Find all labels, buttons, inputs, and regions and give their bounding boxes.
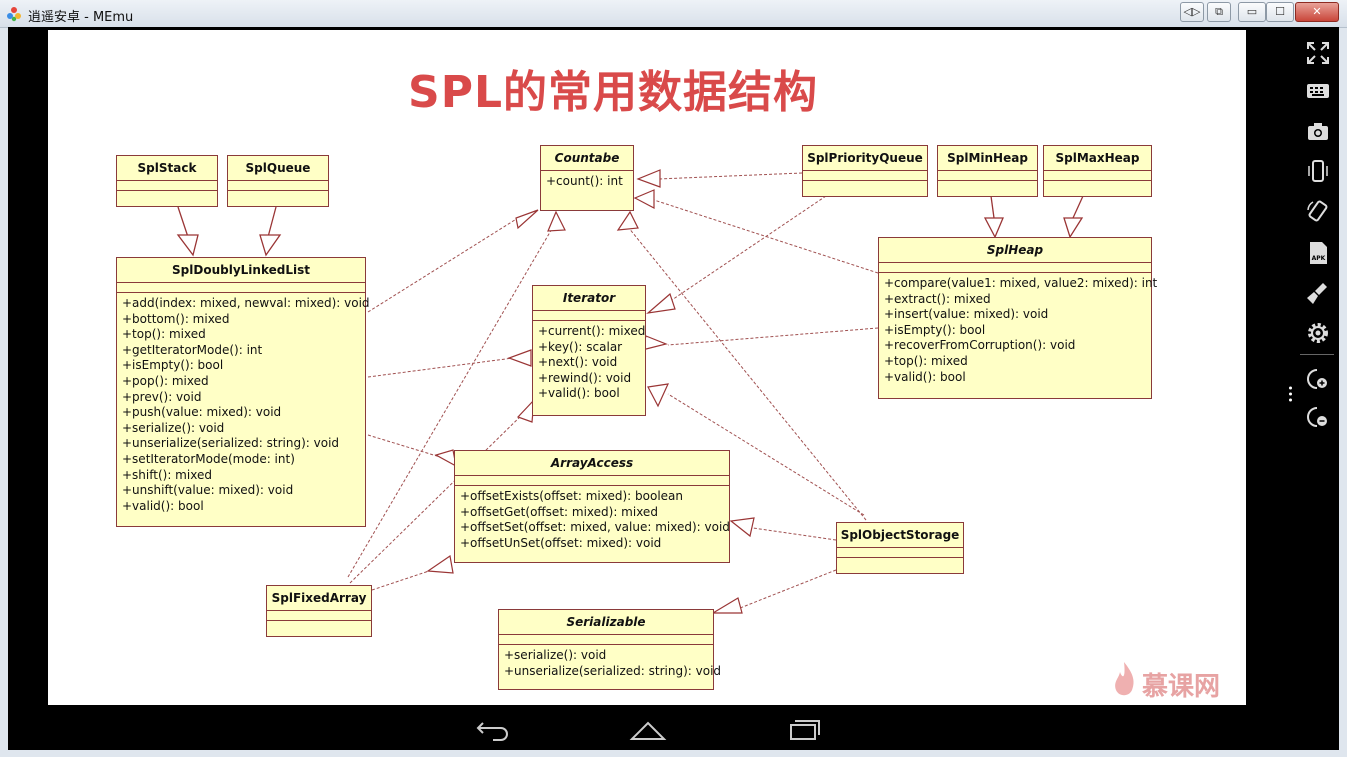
class-name: Iterator (533, 286, 645, 311)
class-name: SplMaxHeap (1044, 146, 1151, 171)
operation: +valid(): bool (884, 369, 966, 384)
class-splheap: SplHeap +compare(value1: mixed, value2: … (878, 237, 1158, 399)
class-splqueue: SplQueue (227, 155, 329, 207)
operation: +isEmpty(): bool (884, 322, 986, 337)
class-name: SplMinHeap (938, 146, 1037, 171)
window-titlebar: 逍遥安卓 - MEmu ◁▷ ⧉ ▭ ☐ ✕ (0, 0, 1347, 28)
operation: +isEmpty(): bool (122, 358, 224, 373)
class-splstack: SplStack (116, 155, 218, 207)
operation: +valid(): bool (122, 498, 204, 513)
home-icon[interactable] (628, 715, 668, 743)
operation: +rewind(): void (538, 370, 632, 385)
class-name: SplHeap (879, 238, 1151, 263)
class-splpriorityqueue: SplPriorityQueue (802, 145, 928, 197)
interface-serializable: Serializable +serialize(): void +unseria… (498, 609, 722, 690)
operation: +offsetSet(offset: mixed, value: mixed):… (460, 520, 730, 535)
settings-icon[interactable] (1305, 320, 1331, 346)
class-name: Serializable (499, 610, 713, 635)
interface-countable: Countabe +count(): int (540, 145, 634, 211)
class-spldoublylinkedlist: SplDoublyLinkedList +add(index: mixed, n… (116, 257, 370, 527)
recents-icon[interactable] (783, 715, 823, 743)
watermark-text: 慕课网 (1142, 672, 1221, 702)
operation: +offsetUnSet(offset: mixed): void (460, 535, 662, 550)
operation: +compare(value1: mixed, value2: mixed): … (884, 276, 1158, 290)
multi-window-button[interactable]: ◁▷ (1180, 2, 1204, 22)
sidebar-divider (1300, 354, 1334, 355)
operation: +bottom(): mixed (122, 311, 230, 326)
operation: +unserialize(serialized: string): void (122, 436, 340, 451)
operation: +insert(value: mixed): void (884, 307, 1049, 322)
apk-icon[interactable]: APK (1305, 240, 1331, 266)
class-splfixedarray: SplFixedArray (266, 585, 372, 637)
class-name: SplPriorityQueue (803, 146, 927, 171)
operation: +serialize(): void (122, 420, 225, 435)
class-name: SplObjectStorage (837, 523, 963, 548)
operation: +key(): scalar (538, 339, 623, 354)
volume-up-icon[interactable] (1305, 366, 1331, 392)
class-name: SplDoublyLinkedList (117, 258, 365, 283)
class-splminheap: SplMinHeap (937, 145, 1038, 197)
window-title: 逍遥安卓 - MEmu (28, 10, 134, 25)
slide-title: SPL的常用数据结构 (408, 67, 818, 118)
class-name: SplStack (117, 156, 217, 181)
operation: +offsetGet(offset: mixed): mixed (460, 504, 658, 519)
android-navbar (48, 705, 1246, 750)
uml-relationship-lines (176, 169, 1084, 614)
operation: +valid(): bool (538, 386, 620, 401)
back-icon[interactable] (473, 715, 513, 743)
imooc-flame-logo (1115, 662, 1134, 696)
operation: +pop(): mixed (122, 373, 209, 388)
volume-down-icon[interactable] (1305, 404, 1331, 430)
interface-arrayaccess: ArrayAccess +offsetExists(offset: mixed)… (454, 450, 730, 563)
class-splobjectstorage: SplObjectStorage (836, 522, 964, 574)
close-button[interactable]: ✕ (1295, 2, 1339, 22)
memu-app-icon (7, 7, 21, 22)
class-name: ArrayAccess (455, 451, 729, 476)
operation: +extract(): mixed (884, 291, 991, 306)
operation: +unshift(value: mixed): void (122, 483, 294, 498)
shake-icon[interactable] (1305, 158, 1331, 184)
operation: +serialize(): void (504, 648, 607, 662)
operation: +shift(): mixed (122, 467, 212, 482)
sidebar-toggle-handle[interactable] (1288, 385, 1293, 403)
operation: +prev(): void (122, 389, 202, 404)
operation: +top(): mixed (122, 327, 206, 342)
operation: +add(index: mixed, newval: mixed): void (122, 296, 370, 310)
class-name: SplFixedArray (267, 586, 371, 611)
operation: +unserialize(serialized: string): void (504, 663, 722, 678)
operation: +current(): mixed (538, 324, 646, 338)
interface-iterator: Iterator +current(): mixed +key(): scala… (532, 285, 646, 416)
maximize-button[interactable]: ☐ (1266, 2, 1294, 22)
svg-text:APK: APK (1312, 255, 1326, 262)
clean-icon[interactable] (1305, 280, 1331, 306)
operation: +getIteratorMode(): int (122, 342, 263, 357)
fullscreen-icon[interactable] (1305, 40, 1331, 66)
operation: +setIteratorMode(mode: int) (122, 451, 295, 466)
class-splmaxheap: SplMaxHeap (1043, 145, 1152, 197)
operation: +count(): int (546, 174, 623, 188)
restore-layout-button[interactable]: ⧉ (1207, 2, 1231, 22)
minimize-button[interactable]: ▭ (1238, 2, 1266, 22)
operation: +next(): void (538, 355, 618, 370)
camera-icon[interactable] (1305, 118, 1331, 144)
rotate-icon[interactable] (1305, 198, 1331, 224)
class-name: Countabe (541, 146, 633, 171)
keyboard-icon[interactable] (1305, 78, 1331, 104)
operation: +offsetExists(offset: mixed): boolean (460, 489, 683, 503)
operation: +top(): mixed (884, 353, 968, 368)
android-screen[interactable]: SPL的常用数据结构 (48, 30, 1246, 705)
emulator-sidebar: APK (1296, 30, 1339, 750)
operation: +push(value: mixed): void (122, 405, 282, 420)
class-name: SplQueue (228, 156, 328, 181)
operation: +recoverFromCorruption(): void (884, 338, 1076, 353)
